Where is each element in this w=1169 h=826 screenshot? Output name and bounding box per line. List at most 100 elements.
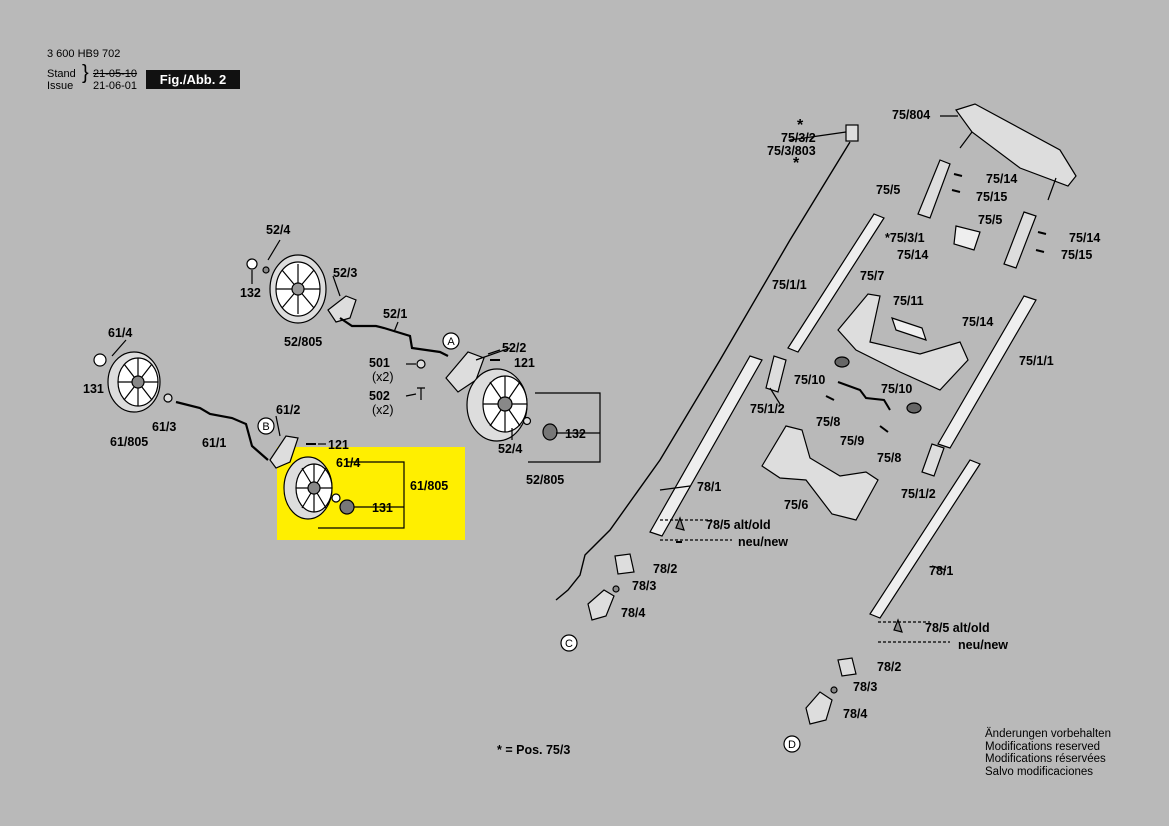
label-132-top: 132 — [240, 286, 261, 300]
label-78-4-b: 78/4 — [843, 707, 867, 721]
label-star-bottom: * — [793, 155, 800, 172]
label-75-7: 75/7 — [860, 269, 884, 283]
label-61-2: 61/2 — [276, 403, 300, 417]
label-52-4-right: 52/4 — [498, 442, 522, 456]
label-75-11: 75/11 — [893, 294, 924, 308]
label-75-8-b: 75/8 — [877, 451, 901, 465]
label-78-5-b: 78/5 alt/old — [925, 621, 990, 635]
label-75-3-1: *75/3/1 — [885, 231, 925, 245]
stand-label: Stand — [47, 68, 76, 80]
label-neu-b: neu/new — [958, 638, 1008, 652]
label-121-top: 121 — [514, 356, 535, 370]
label-star-top: * — [797, 117, 804, 134]
screw-75-8-icon — [825, 395, 889, 433]
doc-number: 3 600 HB9 702 — [47, 48, 121, 60]
label-75-15-b: 75/15 — [1061, 248, 1092, 262]
callout-b: B — [262, 421, 269, 433]
label-75-1-2-b: 75/1/2 — [901, 487, 936, 501]
callout-a-icon — [442, 332, 460, 350]
modification-notes: Änderungen vorbehalten Modifications res… — [985, 728, 1111, 778]
cable-end-75-3-2-icon — [845, 124, 859, 142]
tube-75-1-2-b-icon — [921, 443, 945, 477]
label-neu-a: neu/new — [738, 535, 788, 549]
label-502: 502 — [369, 389, 390, 403]
cable-75-3-icon — [555, 141, 851, 601]
axle-52-1-icon — [339, 317, 449, 357]
bracket-61-2-icon — [269, 435, 299, 469]
issue-date: 21-06-01 — [93, 80, 138, 92]
footnote: * = Pos. 75/3 — [497, 743, 571, 757]
label-78-3-a: 78/3 — [632, 579, 656, 593]
cover-78-4-left-icon — [587, 589, 615, 621]
label-61-805-left: 61/805 — [110, 435, 148, 449]
label-61-4-box: 61/4 — [336, 456, 360, 470]
label-61-805-box: 61/805 — [410, 479, 448, 493]
cap-132-icon — [246, 258, 258, 270]
label-52-3: 52/3 — [333, 266, 357, 280]
washer-61-4-icon — [93, 353, 107, 367]
label-501-qty: (x2) — [372, 370, 394, 384]
label-61-4-left: 61/4 — [108, 326, 132, 340]
callout-c: C — [565, 638, 573, 650]
label-501: 501 — [369, 356, 390, 370]
label-78-5-a: 78/5 alt/old — [706, 518, 771, 532]
label-132-right: 132 — [565, 427, 586, 441]
label-502-qty: (x2) — [372, 403, 394, 417]
label-78-2-b: 78/2 — [877, 660, 901, 674]
wheel-61-805-highlight-icon — [283, 456, 333, 520]
cap-132-right-icon — [542, 423, 558, 441]
frame-75-6-icon — [761, 425, 879, 521]
callout-a: A — [447, 336, 455, 348]
bracket-75-7-icon — [837, 293, 969, 391]
label-52-4: 52/4 — [266, 223, 290, 237]
tube-75-1-1-b-icon — [937, 295, 1037, 449]
callout-d: D — [788, 739, 796, 751]
washer-52-4-icon — [262, 266, 270, 274]
label-121-mid: 121 — [328, 438, 349, 452]
label-75-15-a: 75/15 — [976, 190, 1007, 204]
lever-75-9-icon — [837, 381, 891, 411]
tube-75-1-1-a-icon — [787, 213, 885, 353]
label-75-5-a: 75/5 — [876, 183, 900, 197]
label-52-805-right: 52/805 — [526, 473, 564, 487]
label-75-1-1-b: 75/1/1 — [1019, 354, 1054, 368]
wheel-52-top-icon — [269, 254, 327, 324]
clamp-78-2-left-icon — [614, 553, 635, 575]
note-de: Änderungen vorbehalten — [985, 728, 1111, 740]
figure-label: Fig./Abb. 2 — [146, 70, 240, 89]
label-78-1-a: 78/1 — [697, 480, 721, 494]
bracket-line-61-805 — [318, 461, 405, 529]
label-75-10-b: 75/10 — [881, 382, 912, 396]
callout-b-icon — [257, 417, 275, 435]
cover-78-4-right-icon — [805, 691, 833, 725]
label-52-805-top: 52/805 — [284, 335, 322, 349]
label-75-804: 75/804 — [892, 108, 930, 122]
callout-c-icon — [560, 634, 578, 652]
tube-78-1-left-icon — [649, 355, 763, 537]
label-131-left: 131 — [83, 382, 104, 396]
handle-75-804-icon — [955, 103, 1077, 187]
label-75-1-2-a: 75/1/2 — [750, 402, 785, 416]
label-131-box: 131 — [372, 501, 393, 515]
wheel-52-805-right-icon — [466, 368, 528, 442]
screw-78-5-right-icon — [893, 618, 903, 633]
nut-78-3-left-icon — [612, 585, 620, 593]
bracket-line-52-805 — [528, 392, 601, 463]
label-61-1: 61/1 — [202, 436, 226, 450]
spring-75-10-a-icon — [834, 356, 850, 368]
label-78-1-b: 78/1 — [929, 564, 953, 578]
axle-61-1-icon — [175, 400, 269, 461]
part-75-11-icon — [891, 317, 927, 341]
issue-label: Issue — [47, 80, 74, 92]
tube-78-1-right-icon — [869, 459, 981, 619]
label-75-3-2: 75/3/2 — [781, 131, 816, 145]
label-61-3: 61/3 — [152, 420, 176, 434]
label-75-6: 75/6 — [784, 498, 808, 512]
clip-75-3-1-icon — [953, 225, 981, 251]
label-75-14-b: 75/14 — [1069, 231, 1100, 245]
bracket-52-3-icon — [327, 295, 357, 323]
stand-date: 21-05-10 — [93, 68, 138, 80]
wheel-61-805-left-icon — [107, 351, 161, 413]
